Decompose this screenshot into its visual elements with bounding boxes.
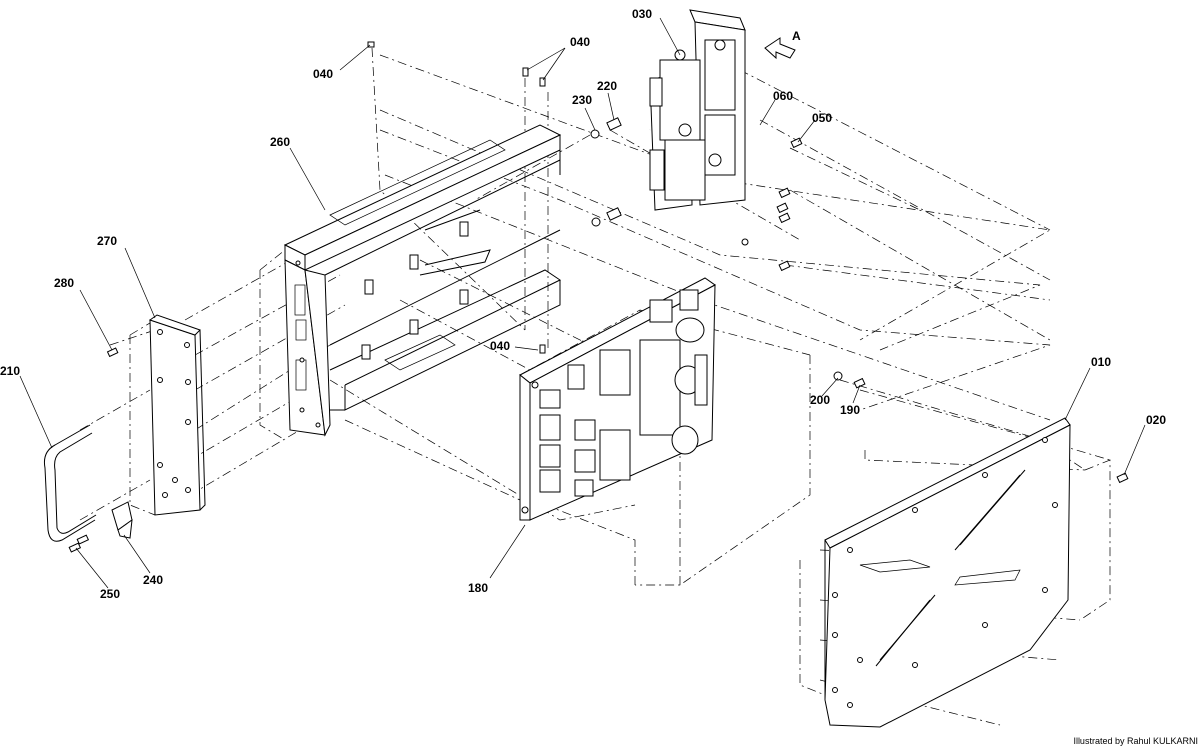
view-direction-arrow [764, 37, 796, 60]
callout-190: 190 [840, 403, 860, 417]
bracket-part-240 [111, 501, 133, 539]
callout-060: 060 [773, 89, 793, 103]
callout-210: 210 [0, 364, 20, 378]
view-label-a: A [792, 29, 801, 43]
callout-040-top-right: 040 [570, 35, 590, 49]
callout-010: 010 [1091, 355, 1111, 369]
vent-perforations [329, 139, 506, 371]
screw-part-280 [106, 347, 119, 358]
callout-180: 180 [468, 581, 488, 595]
callout-040-center: 040 [490, 339, 510, 353]
callout-270: 270 [97, 234, 117, 248]
side-panel-part-270 [148, 314, 206, 516]
connector-assembly-part-030 [649, 9, 746, 211]
callout-040-left: 040 [313, 67, 333, 81]
chassis-frame-part-260 [283, 124, 562, 437]
cover-panel-part-010 [824, 417, 1071, 728]
handle-part-210 [44, 424, 97, 542]
circuit-board-part-180 [519, 277, 716, 521]
callout-230: 230 [572, 93, 592, 107]
callout-260: 260 [270, 135, 290, 149]
illustrator-credit: Illustrated by Rahul KULKARNI [1073, 736, 1198, 746]
screws-part-250 [68, 534, 90, 553]
callout-050: 050 [812, 111, 832, 125]
leader-lines [19, 17, 1146, 589]
callout-220: 220 [597, 79, 617, 93]
callout-240: 240 [143, 573, 163, 587]
callout-280: 280 [54, 276, 74, 290]
standoffs [361, 221, 469, 360]
callout-030: 030 [632, 7, 652, 21]
callout-200: 200 [810, 393, 830, 407]
callout-labels: 030 040 040 220 230 260 060 050 270 280 … [0, 7, 1166, 601]
callout-250: 250 [100, 587, 120, 601]
fasteners [367, 41, 1129, 484]
callout-020: 020 [1146, 413, 1166, 427]
